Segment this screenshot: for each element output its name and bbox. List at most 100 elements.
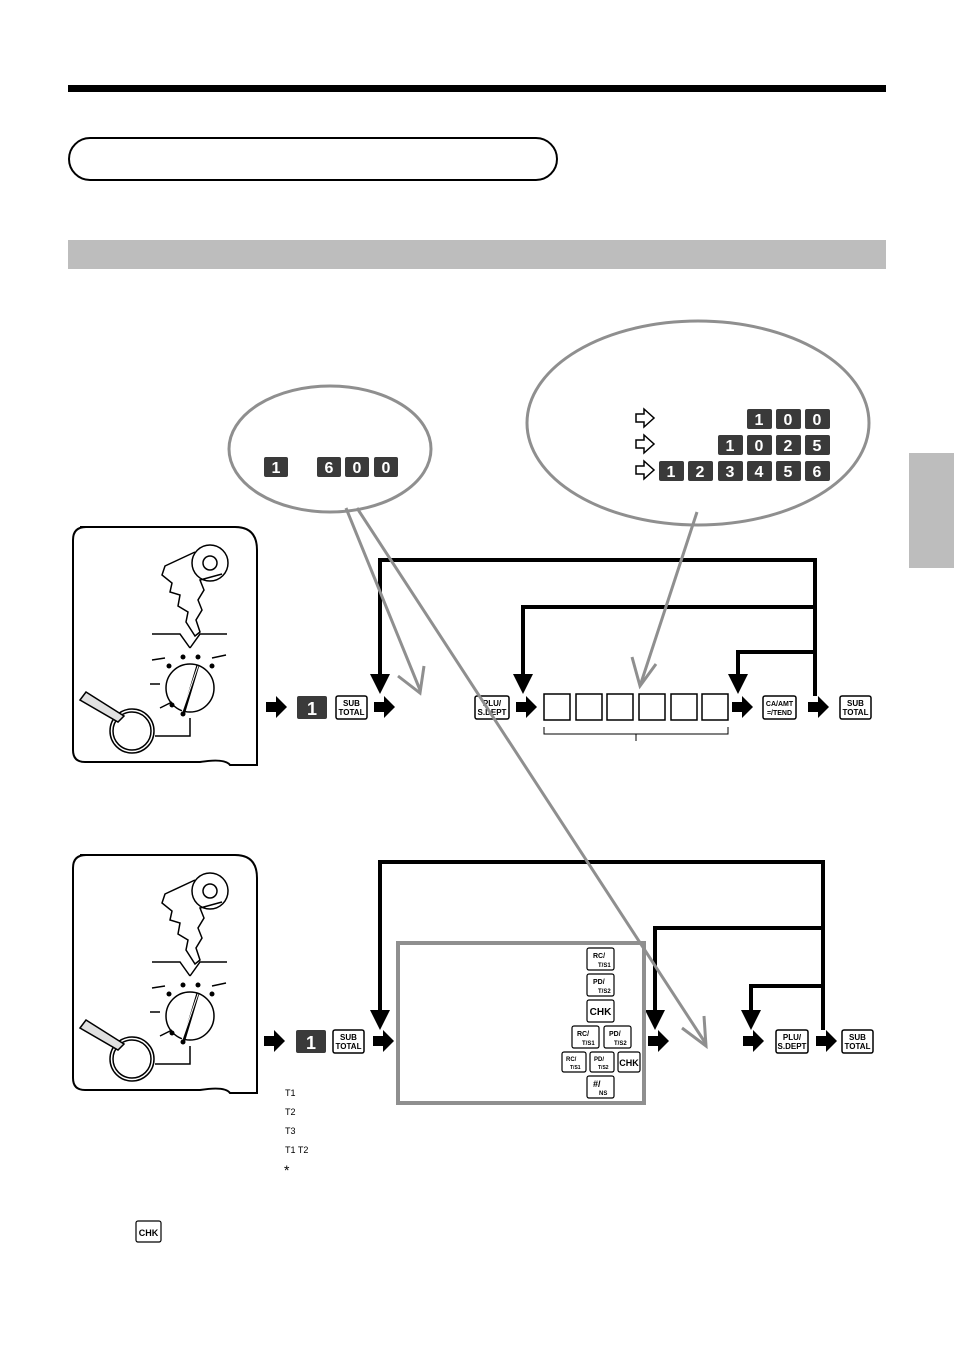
svg-text:#/: #/ bbox=[593, 1079, 601, 1089]
svg-text:1: 1 bbox=[667, 464, 676, 481]
section-bar bbox=[68, 240, 886, 269]
key-options-box bbox=[396, 941, 646, 1105]
magnifier-icon bbox=[78, 690, 155, 754]
svg-text:T3: T3 bbox=[285, 1126, 296, 1136]
svg-text:PD/: PD/ bbox=[593, 979, 605, 986]
svg-text:*: * bbox=[284, 1162, 290, 1178]
left-oval-keys: 1 6 0 0 bbox=[264, 457, 398, 477]
pointer-lines bbox=[344, 507, 708, 1050]
svg-text:4: 4 bbox=[755, 464, 764, 481]
svg-text:0: 0 bbox=[353, 460, 362, 477]
svg-text:PD/: PD/ bbox=[594, 1057, 604, 1063]
key-1-label: 1 bbox=[272, 460, 281, 477]
flow-arrow-icon bbox=[264, 1030, 837, 1052]
svg-text:NS: NS bbox=[599, 1091, 607, 1097]
svg-text:T/S1: T/S1 bbox=[598, 963, 611, 969]
mode-switch-illustration-2 bbox=[72, 854, 258, 1094]
svg-text:T/S1: T/S1 bbox=[570, 1065, 581, 1071]
subtotal-key: SUB TOTAL bbox=[841, 1029, 874, 1054]
digit-bracket bbox=[543, 727, 729, 735]
svg-text:T/S1: T/S1 bbox=[582, 1041, 595, 1047]
svg-text:RC/: RC/ bbox=[577, 1031, 589, 1038]
side-tab bbox=[909, 453, 954, 568]
svg-text:SUB: SUB bbox=[343, 699, 360, 708]
mode-dial-icon bbox=[150, 961, 227, 1065]
svg-text:CHK: CHK bbox=[590, 1007, 612, 1018]
chk-key: CHK bbox=[586, 999, 615, 1023]
svg-text:0: 0 bbox=[382, 460, 391, 477]
svg-text:=/TEND: =/TEND bbox=[767, 710, 792, 717]
svg-text:T/S2: T/S2 bbox=[598, 1065, 609, 1071]
svg-text:SUB: SUB bbox=[847, 699, 864, 708]
svg-text:CA/AMT: CA/AMT bbox=[766, 701, 794, 708]
callout-oval-right bbox=[525, 319, 871, 527]
svg-text:TOTAL: TOTAL bbox=[336, 1042, 362, 1051]
svg-text:3: 3 bbox=[726, 464, 735, 481]
svg-text:1: 1 bbox=[755, 412, 764, 429]
pd-ts2-key: PD/ T/S2 bbox=[586, 973, 615, 997]
flow-arrow-icon bbox=[266, 696, 829, 718]
flow-1: 1 SUB TOTAL PLU/ S.DEPT CA/AMT = bbox=[266, 558, 872, 741]
svg-text:PLU/: PLU/ bbox=[783, 1033, 802, 1042]
chk-key: CHK bbox=[617, 1051, 641, 1073]
svg-text:1: 1 bbox=[726, 438, 735, 455]
svg-text:CHK: CHK bbox=[619, 1058, 639, 1068]
title-box bbox=[68, 137, 558, 181]
svg-text:T2: T2 bbox=[285, 1107, 296, 1117]
magnifier-icon bbox=[78, 1018, 155, 1082]
svg-text:T1: T1 bbox=[285, 1088, 296, 1098]
rc-ts1-key: RC/ T/S1 bbox=[586, 947, 615, 971]
hollow-arrow-icon bbox=[635, 407, 656, 481]
svg-text:TOTAL: TOTAL bbox=[843, 708, 869, 717]
mode-dial-icon bbox=[150, 633, 227, 737]
callout-oval-left bbox=[227, 384, 433, 514]
svg-text:1: 1 bbox=[306, 1033, 316, 1053]
svg-text:5: 5 bbox=[784, 464, 793, 481]
rc-ts1-key: RC/ T/S1 bbox=[561, 1051, 587, 1073]
svg-text:RC/: RC/ bbox=[593, 953, 605, 960]
pd-ts2-key: PD/ T/S2 bbox=[589, 1051, 615, 1073]
plu-sdept-key: PLU/ S.DEPT bbox=[775, 1029, 809, 1054]
subtotal-key: SUB TOTAL bbox=[335, 695, 368, 720]
right-oval-keys: 1 0 0 1 0 2 5 1 2 3 4 5 6 bbox=[635, 407, 830, 481]
loop-lines bbox=[370, 558, 817, 696]
loop-lines bbox=[370, 860, 825, 1030]
dot-markers bbox=[166, 654, 215, 717]
svg-text:RC/: RC/ bbox=[566, 1057, 577, 1063]
svg-text:2: 2 bbox=[696, 464, 705, 481]
dot-markers bbox=[166, 982, 215, 1045]
svg-text:0: 0 bbox=[755, 438, 764, 455]
svg-text:1: 1 bbox=[307, 699, 317, 719]
svg-text:T/S2: T/S2 bbox=[614, 1041, 627, 1047]
svg-text:5: 5 bbox=[813, 438, 822, 455]
svg-text:0: 0 bbox=[784, 412, 793, 429]
numeric-key-1 bbox=[297, 696, 327, 719]
svg-text:T/S2: T/S2 bbox=[598, 989, 611, 995]
ns-key: #/ NS bbox=[586, 1075, 615, 1099]
svg-text:0: 0 bbox=[813, 412, 822, 429]
numeric-key-1 bbox=[296, 1030, 326, 1053]
ca-amt-tend-key: CA/AMT =/TEND bbox=[762, 695, 797, 720]
subtotal-key: SUB TOTAL bbox=[839, 695, 872, 720]
svg-text:SUB: SUB bbox=[849, 1033, 866, 1042]
svg-text:2: 2 bbox=[784, 438, 793, 455]
svg-text:TOTAL: TOTAL bbox=[339, 708, 365, 717]
flow-2: 1 SUB TOTAL RC/ T/S1 PD/ T/S2 CHK RC/ T/… bbox=[264, 860, 874, 1105]
svg-text:6: 6 bbox=[813, 464, 822, 481]
key-icon bbox=[161, 544, 229, 638]
rc-ts1-key: RC/ T/S1 bbox=[571, 1025, 600, 1049]
svg-text:S.DEPT: S.DEPT bbox=[778, 1042, 807, 1051]
svg-text:CHK: CHK bbox=[139, 1228, 159, 1238]
svg-text:SUB: SUB bbox=[340, 1033, 357, 1042]
footnote-markers: T1 T2 T3 T1 T2 * bbox=[284, 1088, 308, 1178]
top-rule bbox=[68, 85, 886, 92]
svg-text:T1 T2: T1 T2 bbox=[285, 1145, 308, 1155]
svg-text:TOTAL: TOTAL bbox=[845, 1042, 871, 1051]
footnote-chk-key: CHK bbox=[135, 1220, 162, 1243]
svg-text:6: 6 bbox=[325, 460, 334, 477]
pd-ts2-key: PD/ T/S2 bbox=[603, 1025, 632, 1049]
svg-text:S.DEPT: S.DEPT bbox=[478, 708, 507, 717]
svg-text:PD/: PD/ bbox=[609, 1031, 621, 1038]
key-icon bbox=[161, 872, 229, 966]
